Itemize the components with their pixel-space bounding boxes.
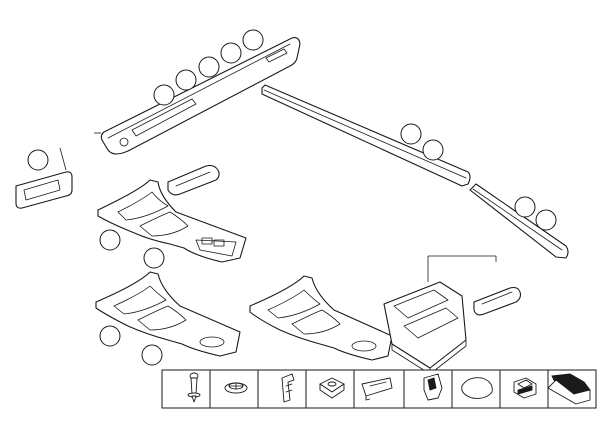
center-console-panel-3[interactable] [249,275,393,361]
door-trim-strip-short[interactable] [469,183,569,259]
snap-clip-icon[interactable] [423,373,443,401]
callout-circles [27,29,557,366]
callout-11[interactable] [99,229,121,251]
callout-10[interactable] [535,209,557,231]
callout-13[interactable] [99,325,121,347]
spring-clip-icon[interactable] [281,373,295,403]
callout-2[interactable] [175,69,197,91]
bracket-icon[interactable] [361,377,393,401]
oval-cap-icon[interactable] [461,377,493,399]
grommet-clip-icon[interactable] [224,382,248,394]
nut-clip-icon[interactable] [319,377,345,399]
callout-8[interactable] [422,139,444,161]
callout-6[interactable] [27,149,49,171]
push-pin-icon[interactable] [187,372,201,403]
callout-14[interactable] [141,344,163,366]
center-console-panel-2[interactable] [95,271,241,357]
dashboard-trim-upper[interactable] [94,37,301,155]
callout-4[interactable] [220,42,242,64]
callout-5[interactable] [242,29,264,51]
center-console-panel-1[interactable] [97,179,247,263]
small-cover-right[interactable] [473,286,522,316]
door-trim-strip-long[interactable] [261,84,471,187]
fastener-strip [161,369,597,409]
side-trim-piece[interactable] [15,147,73,209]
callout-7[interactable] [400,123,422,145]
clip-nut-icon[interactable] [513,377,537,399]
direction-arrow-icon[interactable] [547,373,591,405]
callout-9[interactable] [514,196,536,218]
callout-12[interactable] [143,247,165,269]
small-cover-upper[interactable] [167,164,220,196]
callout-3[interactable] [198,56,220,78]
callout-1[interactable] [153,84,175,106]
